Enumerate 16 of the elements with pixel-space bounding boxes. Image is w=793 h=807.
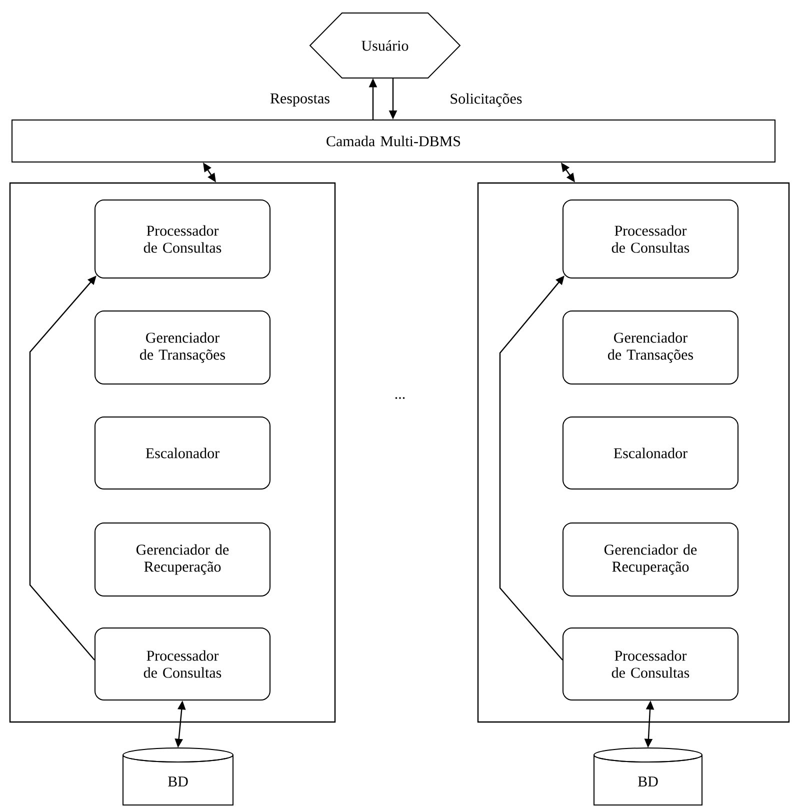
module-box: Processador de Consultas — [562, 628, 738, 700]
layer-box: Camada Multi-DBMS — [12, 120, 776, 162]
edge-label: Solicitações — [448, 92, 524, 108]
system-panel — [477, 182, 790, 723]
system-panel — [9, 182, 336, 723]
module-box: Gerenciador de Transações — [562, 310, 738, 384]
module-box: Gerenciador de Transações — [94, 310, 270, 384]
module-box: Processador de Consultas — [562, 200, 738, 278]
module-box: Escalonador — [94, 416, 270, 490]
module-box: Escalonador — [562, 416, 738, 490]
module-box: Gerenciador de Recuperação — [94, 522, 270, 596]
ellipsis-label: ... — [395, 397, 405, 399]
module-box: Processador de Consultas — [94, 628, 270, 700]
edge-label: Respostas — [269, 92, 331, 108]
module-box: Gerenciador de Recuperação — [562, 522, 738, 596]
module-box: Processador de Consultas — [94, 200, 270, 278]
